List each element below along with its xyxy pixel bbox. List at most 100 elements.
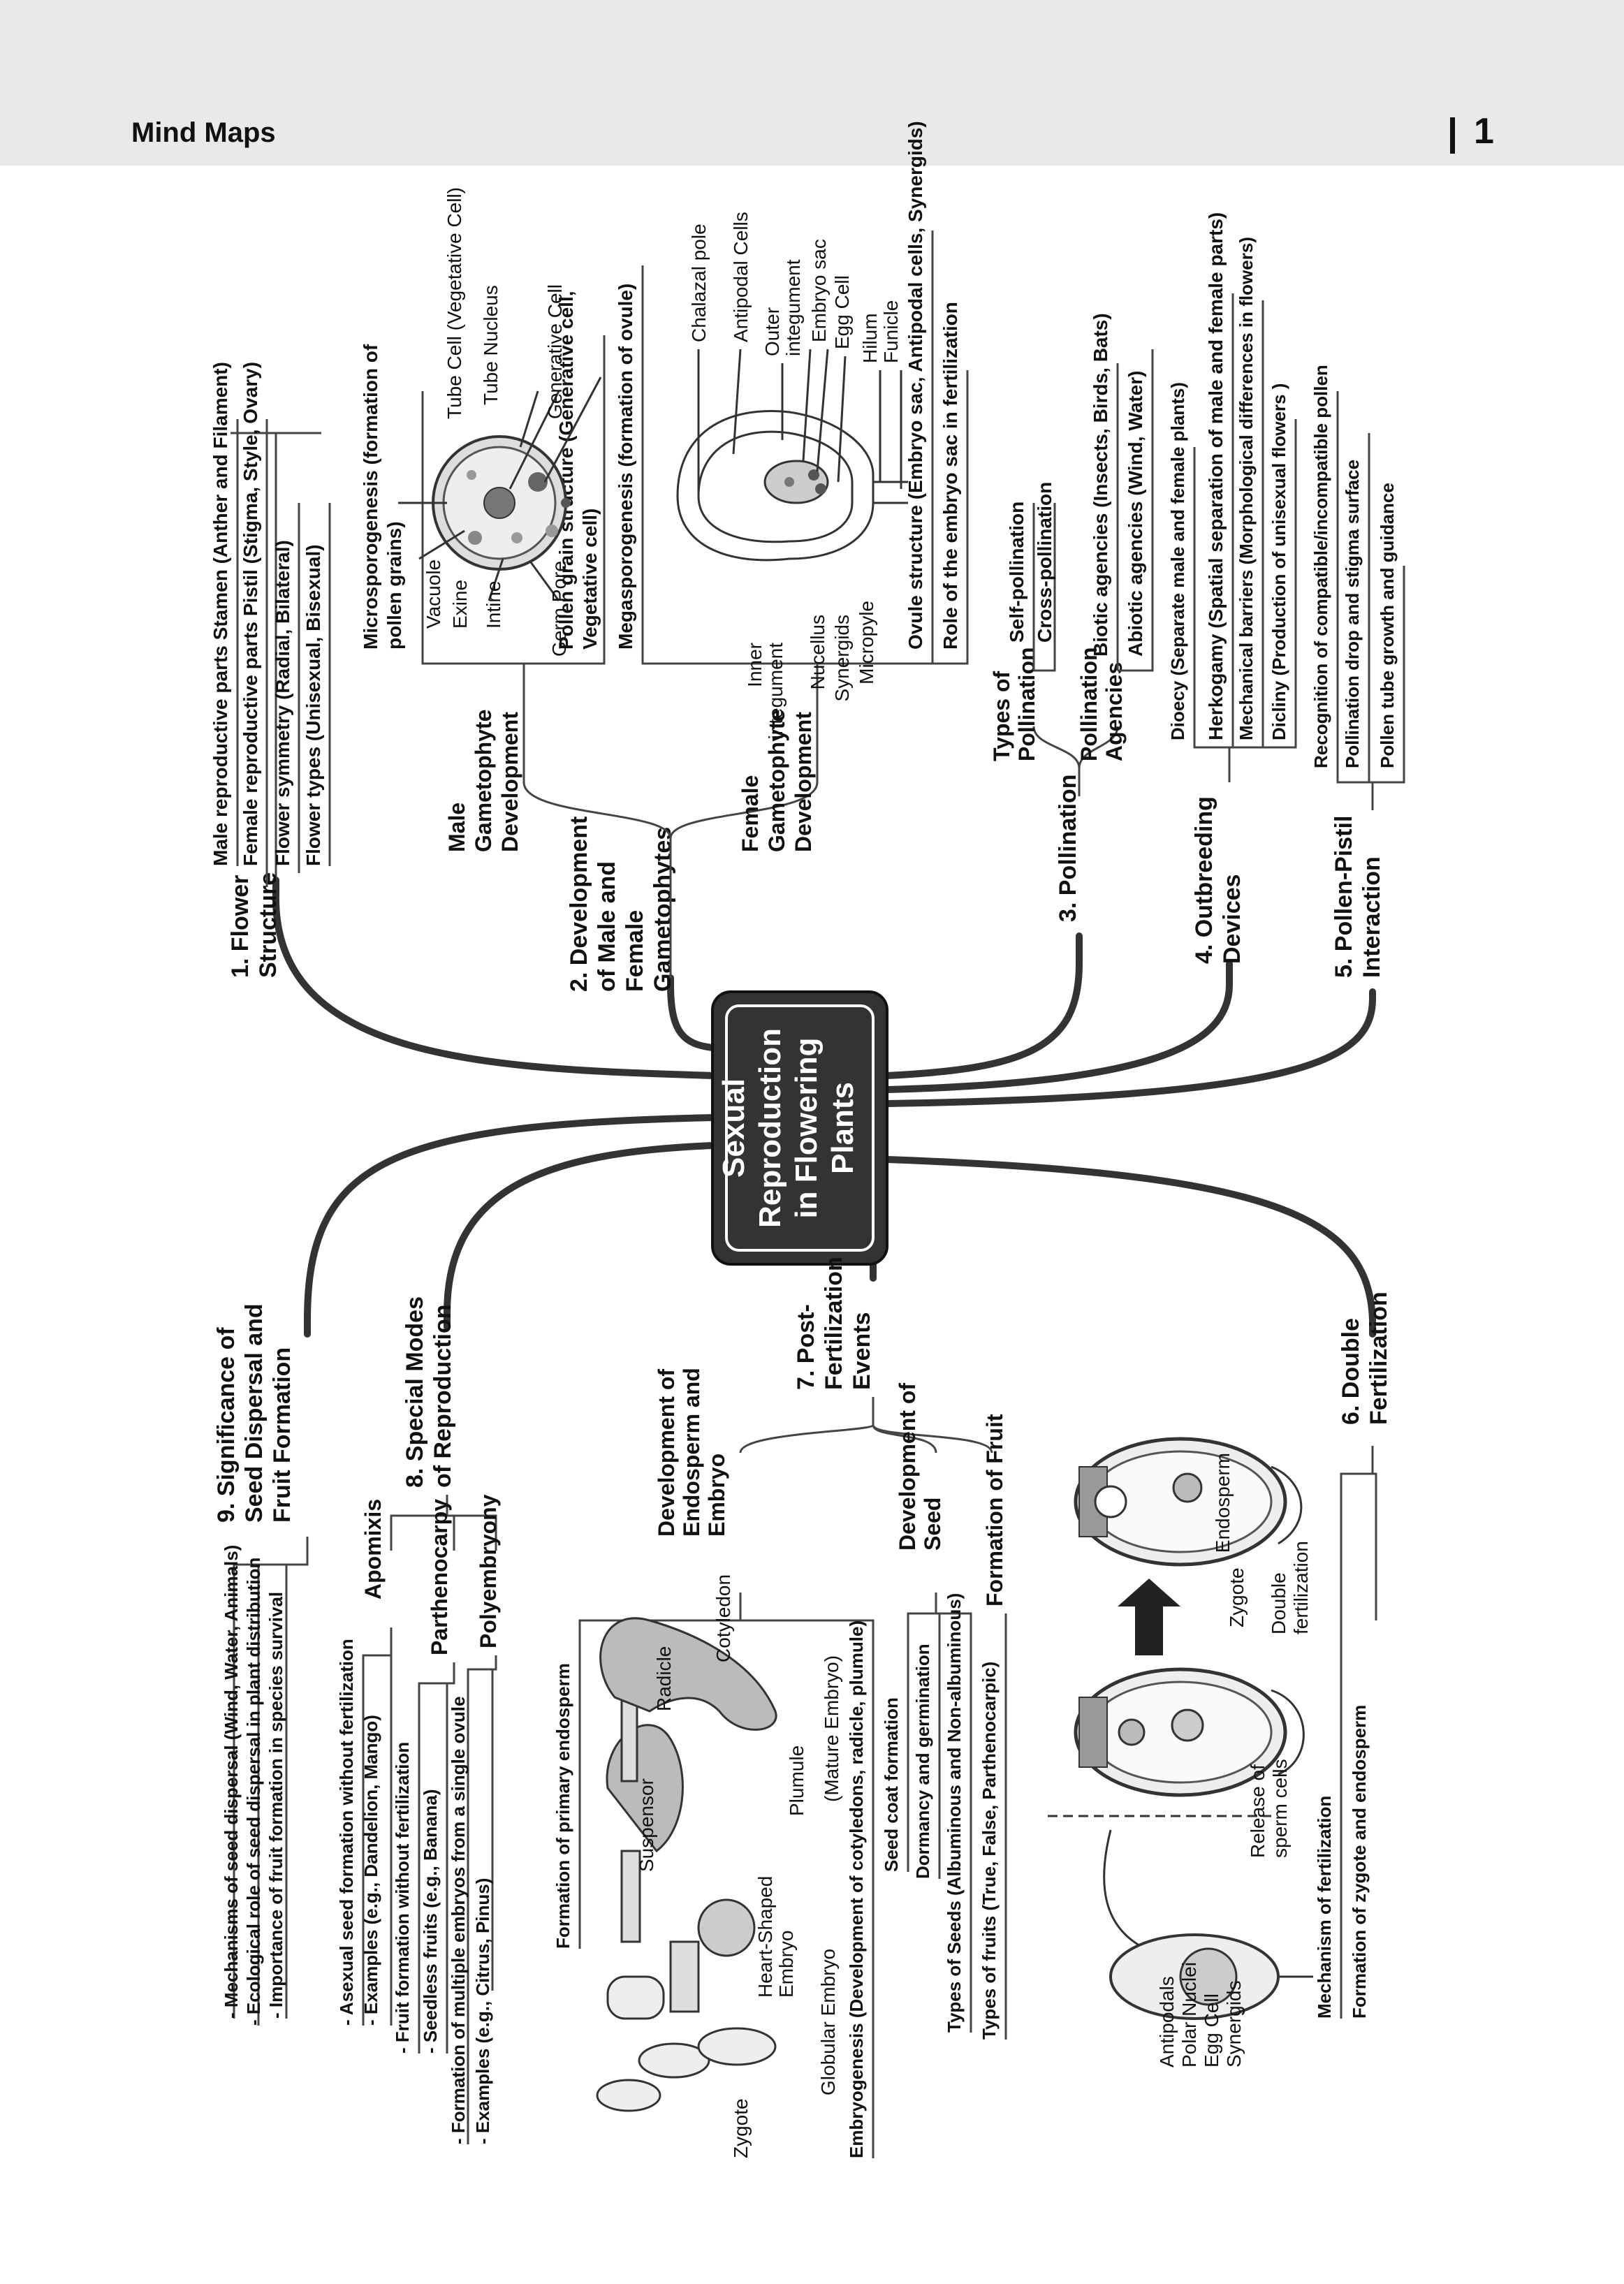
page-number: 1 (1474, 111, 1494, 152)
microsporogenesis-1: Microsporogenesis (formation of (360, 344, 381, 650)
connector-flower-structure (272, 877, 716, 1079)
b2-title-3: Female (622, 910, 648, 992)
dev-endosperm-1: Development of (654, 1369, 679, 1537)
female-title-2: Gametophyte (764, 710, 789, 852)
label-radicle: Radicle (653, 1646, 675, 1711)
apomixis: Apomixis (360, 1499, 386, 1599)
b5-title-2: Interaction (1359, 856, 1385, 978)
label-tube-nucleus: Tube Nucleus (480, 285, 502, 405)
label-polar-nuclei: Polar Nuclei (1178, 1962, 1200, 2067)
label-inner-2: integument (765, 643, 787, 740)
label-embryo-sac: Embryo sac (808, 239, 830, 342)
b4-item-3: Mechanical barriers (Morphological diffe… (1236, 237, 1257, 740)
megasporogenesis: Megasporogenesis (formation of ovule) (615, 284, 636, 650)
b8-title-2: of Reproduction (430, 1304, 456, 1488)
b9-item-2: - Ecological role of seed dispersal in p… (243, 1558, 264, 2026)
main-connectors (272, 877, 1376, 1338)
connector-outbreeding (884, 960, 1233, 1093)
label-vacuole: Vacuole (423, 559, 444, 629)
label-heart-1: Heart-Shaped (754, 1876, 776, 1998)
branch-gametophytes: 2. Development of Male and Female Gameto… (360, 121, 969, 992)
b9-title-2: Seed Dispersal and (241, 1303, 268, 1523)
b7-title-2: Fertilization (821, 1257, 847, 1390)
label-micropyle: Micropyle (856, 601, 877, 685)
fertilization-illustrations (1048, 1437, 1313, 2020)
label-antipodal-cells: Antipodal Cells (730, 212, 752, 342)
dev-endosperm-2: Endosperm and (679, 1368, 704, 1537)
male-title-2: Gametophyte (471, 710, 496, 852)
label-synergids-df: Synergids (1223, 1980, 1245, 2067)
polyembryony-1: - Formation of multiple embryos from a s… (448, 1697, 469, 2144)
b4-title-1: 4. Outbreeding (1191, 796, 1217, 964)
b9-title-3: Fruit Formation (269, 1347, 295, 1523)
parthenocarpy-1: - Fruit formation without fertilization (392, 1742, 413, 2054)
b3-title: 3. Pollination (1055, 774, 1081, 922)
label-chalazal-pole: Chalazal pole (688, 224, 710, 342)
branch-post-fertilization: 7. Post- Fertilization Events Developmen… (553, 1257, 1007, 2158)
center-title-line1: Sexual (717, 1078, 751, 1178)
b9-item-1: - Mechanisms of seed dispersal (Wind, Wa… (221, 1545, 242, 2019)
b1-item-4: Flower types (Unisexual, Bisexual) (302, 544, 324, 866)
branch-significance: 9. Significance of Seed Dispersal and Fr… (213, 1303, 309, 2026)
types-pollination-2: Pollination (1014, 647, 1039, 761)
center-node: Sexual Reproduction in Flowering Plants (711, 990, 888, 1266)
types-of-fruits: Types of fruits (True, False, Parthenoca… (979, 1662, 1000, 2040)
b6-title-1: 6. Double (1338, 1318, 1364, 1425)
label-funicle: Funicle (880, 300, 902, 363)
mechanism-fertilization: Mechanism of fertilization (1314, 1796, 1335, 2019)
label-mature: (Mature Embryo) (821, 1655, 842, 1802)
center-title-line2: Reproduction (753, 1028, 787, 1228)
b1-item-3: Flower symmetry (Radial, Bilateral) (272, 540, 293, 866)
branch-outbreeding: 4. Outbreeding Devices Dioecy (Separate … (1167, 212, 1297, 964)
ovule-illustration (676, 349, 908, 562)
label-germ-pore: Germ Pore (548, 561, 570, 657)
branch-double-fertilization: 6. Double Fertilization Mechanism of fer… (1048, 1291, 1392, 2067)
label-egg-cell-df: Egg Cell (1201, 1993, 1222, 2067)
label-double-1: Double (1268, 1572, 1289, 1634)
embryogenesis: Embryogenesis (Development of cotyledons… (846, 1620, 867, 2158)
b5-item-1: Recognition of compatible/incompatible p… (1310, 365, 1331, 768)
apomixis-2: - Examples (e.g., Dandelion, Mango) (360, 1715, 381, 2026)
label-tube-cell: Tube Cell (Vegetative Cell) (444, 187, 465, 419)
pollen-structure-1: Pollen grain structure (Generative cell, (555, 291, 577, 650)
b1-title-1: 1. Flower (227, 875, 254, 978)
b4-item-2: Herkogamy (Spatial separation of male an… (1205, 212, 1227, 740)
dev-seed-1: Development of (895, 1383, 920, 1551)
label-outer-2: integument (782, 259, 804, 356)
dev-seed-2: Seed (920, 1498, 945, 1551)
dev-endosperm-3: Embryo (704, 1454, 729, 1537)
formation-of-fruit: Formation of Fruit (982, 1414, 1007, 1606)
b2-title-2: of Male and (594, 861, 620, 992)
label-hilum: Hilum (859, 313, 881, 363)
label-double-2: fertilization (1290, 1541, 1312, 1634)
label-exine: Exine (449, 580, 471, 629)
pollination-agencies-1: Pollination (1076, 647, 1102, 761)
label-endosperm: Endosperm (1212, 1453, 1234, 1553)
pollen-structure-2: Vegetative cell) (579, 508, 601, 650)
label-release-1: Release of (1247, 1764, 1268, 1858)
embryo-sac-role: Role of the embryo sac in fertilization (939, 302, 961, 650)
branch-pollen-pistil: 5. Pollen-Pistil Interaction Recognition… (1310, 365, 1405, 978)
polyembryony: Polyembryony (476, 1494, 501, 1648)
center-title-line3: in Flowering (789, 1037, 824, 1218)
parthenocarpy-2: - Seedless fruits (e.g., Banana) (420, 1789, 441, 2054)
label-outer-1: Outer (761, 307, 783, 356)
label-generative-cell: Generative Cell (544, 284, 566, 419)
b1-title-2: Structure (255, 872, 281, 978)
label-synergids-ovule: Synergids (831, 615, 853, 702)
b4-item-4: Dicliny (Production of unisexual flowers… (1268, 383, 1289, 740)
branch-pollination: 3. Pollination Types of Pollination Self… (989, 313, 1154, 922)
label-plumule: Plumule (786, 1745, 807, 1816)
male-title-1: Male (444, 803, 469, 852)
header-divider (1450, 117, 1455, 154)
label-release-2: sperm cells (1269, 1759, 1291, 1858)
polyembryony-2: - Examples (e.g., Citrus, Pinus) (472, 1878, 493, 2144)
label-zygote-df: Zygote (1226, 1567, 1248, 1627)
connector-special-modes (444, 1142, 716, 1331)
female-title-1: Female (738, 775, 763, 852)
formation-zygote-endosperm: Formation of zygote and endosperm (1349, 1705, 1370, 2019)
label-egg-cell-ovule: Egg Cell (831, 275, 853, 349)
b5-item-2: Pollination drop and stigma surface (1342, 460, 1363, 768)
connector-gametophytes (667, 974, 716, 1051)
